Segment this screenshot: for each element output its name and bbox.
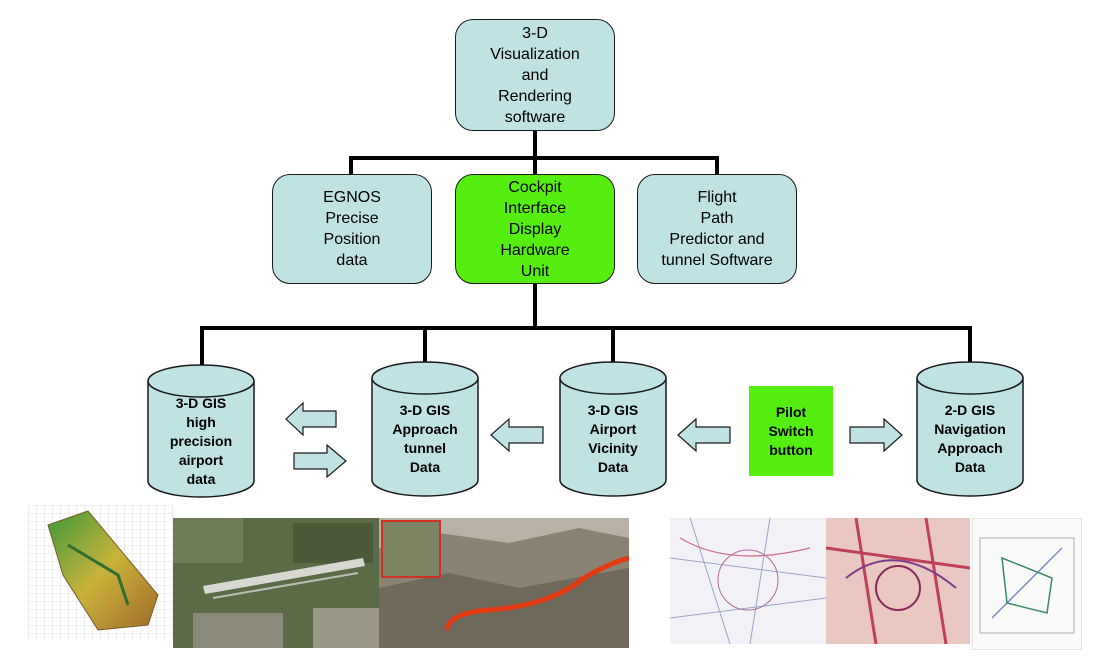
connector-to-cockpit xyxy=(533,156,537,174)
egnos-data-box: EGNOS Precise Position data xyxy=(272,174,432,284)
vfr-chart-image xyxy=(670,518,826,644)
database-cylinder-airport-vicinity: 3-D GIS Airport Vicinity Data xyxy=(558,360,668,498)
flight-path-predictor-box: Flight Path Predictor and tunnel Softwar… xyxy=(637,174,797,284)
cockpit-display-label: Cockpit Interface Display Hardware Unit xyxy=(500,178,570,280)
database-label: 2-D GIS Navigation Approach Data xyxy=(934,402,1006,475)
cylinder-shape xyxy=(371,361,479,497)
database-label: 3-D GIS high precision airport data xyxy=(169,394,233,487)
cylinder-shape xyxy=(559,361,667,497)
cylinder-shape xyxy=(147,364,255,498)
connector-cockpit-down xyxy=(533,284,537,328)
arrow-left-icon xyxy=(285,402,337,436)
database-cylinder-navigation-approach: 2-D GIS Navigation Approach Data xyxy=(915,360,1025,498)
database-label: 3-D GIS Airport Vicinity Data xyxy=(587,402,639,475)
egnos-data-label: EGNOS Precise Position data xyxy=(323,189,381,269)
connector-bottom-horizontal xyxy=(200,326,972,330)
approach-plate-image xyxy=(972,518,1082,650)
database-label: 3-D GIS Approach tunnel Data xyxy=(392,402,458,475)
pilot-switch-label: Pilot Switch button xyxy=(768,403,814,458)
cockpit-display-box: Cockpit Interface Display Hardware Unit xyxy=(455,174,615,284)
sectional-chart-image xyxy=(826,518,970,644)
database-cylinder-airport-precision: 3-D GIS high precision airport data xyxy=(146,363,256,499)
arrow-right-icon xyxy=(849,418,903,452)
terrain-3d-model-image xyxy=(28,505,173,640)
connector-to-db2 xyxy=(423,326,427,370)
arrow-left-icon xyxy=(490,418,544,452)
connector-to-flight-path xyxy=(715,156,719,174)
connector-to-egnos xyxy=(349,156,353,174)
pilot-switch-button: Pilot Switch button xyxy=(749,386,833,476)
visualization-software-box: 3-D Visualization and Rendering software xyxy=(455,19,615,131)
arrow-right-icon xyxy=(293,444,347,478)
approach-terrain-image xyxy=(379,518,629,648)
airport-satellite-image xyxy=(173,518,379,648)
arrow-left-icon xyxy=(677,418,731,452)
connector-to-db4 xyxy=(968,326,972,370)
visualization-software-label: 3-D Visualization and Rendering software xyxy=(490,24,580,126)
connector-to-db3 xyxy=(611,326,615,370)
flight-path-predictor-label: Flight Path Predictor and tunnel Softwar… xyxy=(661,189,773,269)
connector-top-vertical xyxy=(533,130,537,157)
connector-to-db1 xyxy=(200,326,204,370)
cylinder-shape xyxy=(916,361,1024,497)
database-cylinder-approach-tunnel: 3-D GIS Approach tunnel Data xyxy=(370,360,480,498)
